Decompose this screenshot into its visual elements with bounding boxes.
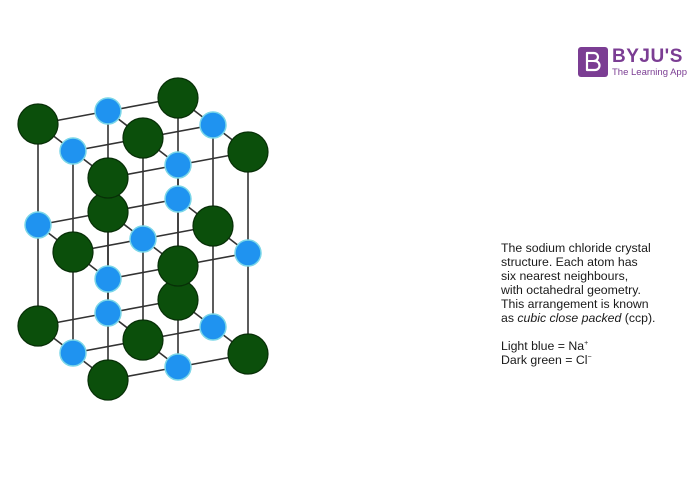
- sodium-ion: [24, 211, 52, 239]
- sodium-ion: [94, 299, 122, 327]
- sodium-ion: [129, 225, 157, 253]
- sodium-ion: [59, 339, 87, 367]
- logo-name: BYJU'S: [612, 46, 683, 67]
- chloride-ion: [87, 359, 129, 401]
- sodium-ion: [164, 353, 192, 381]
- chloride-ion: [157, 77, 199, 119]
- caption-text: (ccp).: [621, 311, 656, 325]
- chloride-ion: [227, 333, 269, 375]
- diagram-caption: The sodium chloride crystal structure. E…: [501, 241, 700, 367]
- sodium-ion: [234, 239, 262, 267]
- caption-line: six nearest neighbours,: [501, 269, 629, 283]
- caption-text: as: [501, 311, 518, 325]
- byjus-b-icon: [578, 47, 608, 78]
- caption-italic-term: cubic close packed: [517, 311, 622, 325]
- sodium-ion: [164, 151, 192, 179]
- legend-label: Dark green = Cl: [501, 353, 588, 367]
- chloride-ion: [122, 117, 164, 159]
- sodium-ion: [59, 137, 87, 165]
- legend-label: Light blue = Na: [501, 339, 585, 353]
- sodium-ion: [199, 313, 227, 341]
- caption-line: This arrangement is known: [501, 297, 649, 311]
- legend-chloride: Dark green = Cl−: [501, 353, 700, 367]
- charge-sign: −: [587, 353, 592, 361]
- caption-line: with octahedral geometry.: [501, 283, 641, 297]
- chloride-ion: [17, 305, 59, 347]
- legend-sodium: Light blue = Na+: [501, 339, 700, 353]
- caption-line: as cubic close packed (ccp).: [501, 311, 700, 325]
- chloride-ion: [157, 245, 199, 287]
- chloride-ion: [87, 157, 129, 199]
- byjus-logo: BYJU'S The Learning App: [578, 47, 687, 78]
- chloride-ion: [192, 205, 234, 247]
- logo-tagline: The Learning App: [612, 67, 688, 78]
- chloride-ion: [52, 231, 94, 273]
- atoms: [17, 77, 269, 401]
- sodium-ion: [164, 185, 192, 213]
- chloride-ion: [122, 319, 164, 361]
- charge-sign: +: [584, 339, 589, 347]
- caption-line: structure. Each atom has: [501, 255, 638, 269]
- sodium-ion: [199, 111, 227, 139]
- chloride-ion: [227, 131, 269, 173]
- caption-line: The sodium chloride crystal: [501, 241, 651, 255]
- sodium-ion: [94, 265, 122, 293]
- sodium-ion: [94, 97, 122, 125]
- chloride-ion: [17, 103, 59, 145]
